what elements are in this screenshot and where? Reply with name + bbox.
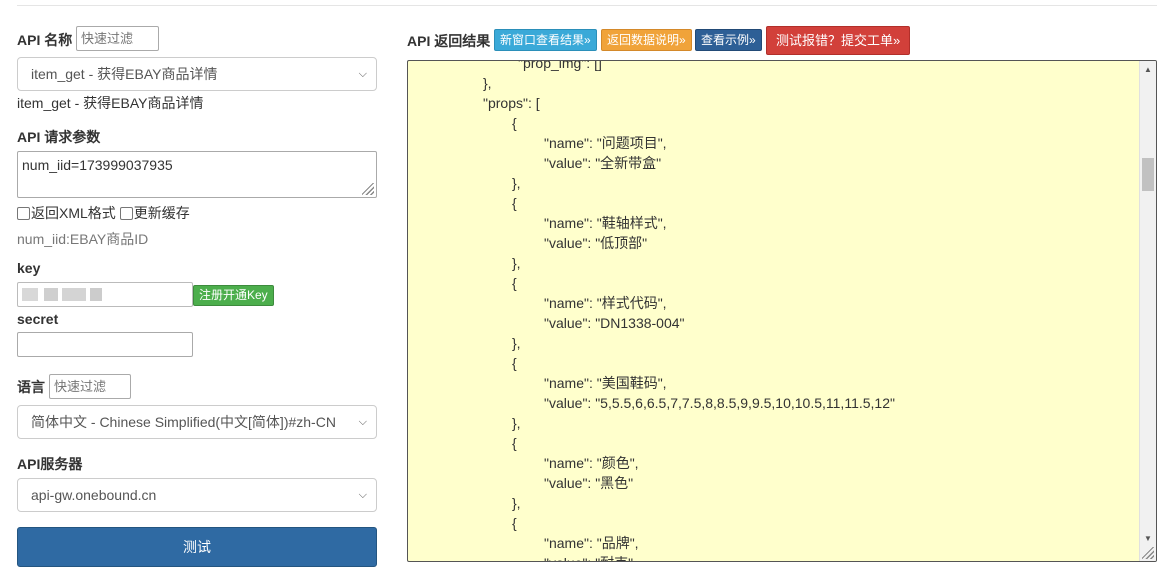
chevron-down-icon: ⌵ — [358, 416, 367, 428]
test-button[interactable]: 测试 — [17, 527, 377, 567]
code-line: "value": "DN1338-004" — [544, 315, 685, 331]
secret-input[interactable] — [17, 332, 193, 357]
code-line: }, — [512, 175, 521, 191]
secret-label: secret — [17, 311, 59, 327]
params-value: num_iid=173999037935 — [22, 157, 173, 173]
code-line: "value": "耐克" — [544, 553, 633, 561]
update-cache-checkbox[interactable] — [119, 206, 133, 220]
code-line: { — [512, 435, 517, 451]
resize-grip-icon[interactable] — [1142, 547, 1154, 559]
masked-key — [90, 288, 102, 301]
open-new-window-button[interactable]: 新窗口查看结果» — [494, 29, 597, 51]
code-line: "value": "黑色" — [544, 475, 634, 491]
register-key-button[interactable]: 注册开通Key — [193, 285, 274, 306]
code-line: }, — [512, 495, 521, 511]
code-line: { — [512, 515, 517, 531]
code-line: "name": "品牌", — [544, 535, 639, 551]
chevron-down-icon: ⌵ — [358, 68, 367, 80]
key-label: key — [17, 260, 41, 276]
server-select[interactable]: api-gw.onebound.cn ⌵ — [17, 478, 377, 512]
masked-key — [44, 288, 58, 301]
resize-grip-icon[interactable] — [362, 183, 374, 195]
update-cache-label: 更新缓存 — [133, 205, 190, 221]
api-filter-input[interactable] — [76, 26, 159, 51]
masked-key — [22, 288, 38, 301]
code-line: "name": "样式代码", — [544, 295, 667, 311]
options-row: 返回XML格式 更新缓存 — [17, 203, 190, 223]
code-line: }, — [483, 75, 492, 91]
result-label: API 返回结果 — [407, 33, 491, 49]
masked-key — [62, 288, 86, 301]
code-line: "props": [ — [483, 95, 540, 111]
api-select[interactable]: item_get - 获得EBAY商品详情 ⌵ — [17, 57, 377, 91]
server-select-value: api-gw.onebound.cn — [31, 487, 157, 503]
top-divider — [17, 5, 1157, 6]
scroll-down-icon[interactable]: ▼ — [1144, 534, 1152, 543]
scroll-up-icon[interactable]: ▲ — [1144, 65, 1152, 74]
result-textarea[interactable]: "prop_img": [] }, "props": [ { "name": "… — [407, 60, 1157, 562]
params-textarea[interactable]: num_iid=173999037935 — [17, 151, 377, 198]
language-select[interactable]: 简体中文 - Chinese Simplified(中文[简体])#zh-CN … — [17, 405, 377, 439]
code-line: { — [512, 355, 517, 371]
code-line: "name": "美国鞋码", — [544, 375, 667, 391]
key-input[interactable] — [17, 282, 193, 307]
params-label: API 请求参数 — [17, 129, 101, 145]
code-line: "value": "低顶部" — [544, 235, 648, 251]
code-line: "name": "鞋轴样式", — [544, 215, 667, 231]
language-select-value: 简体中文 - Chinese Simplified(中文[简体])#zh-CN — [31, 414, 336, 430]
code-line: }, — [512, 415, 521, 431]
lang-label: 语言 — [17, 379, 45, 395]
code-line: "name": "问题项目", — [544, 135, 667, 151]
api-name-label: API 名称 — [17, 32, 73, 48]
scrollbar-thumb[interactable] — [1142, 158, 1154, 191]
xml-format-label: 返回XML格式 — [31, 205, 116, 221]
code-line: }, — [512, 255, 521, 271]
api-description: item_get - 获得EBAY商品详情 — [17, 95, 204, 111]
view-example-button[interactable]: 查看示例» — [695, 29, 762, 51]
code-line: "value": "全新带盒" — [544, 155, 662, 171]
report-error-button[interactable]: 测试报错？提交工单» — [766, 26, 911, 55]
data-doc-button[interactable]: 返回数据说明» — [601, 29, 692, 51]
server-label: API服务器 — [17, 456, 83, 472]
code-line: "name": "颜色", — [544, 455, 639, 471]
param-hint: num_iid:EBAY商品ID — [17, 231, 149, 247]
lang-filter-input[interactable] — [49, 374, 131, 399]
code-line: "value": "5,5.5,6,6.5,7,7.5,8,8.5,9,9.5,… — [544, 395, 895, 411]
xml-format-checkbox[interactable] — [17, 206, 30, 220]
code-line: }, — [512, 335, 521, 351]
code-line: "prop_img": [] — [518, 60, 602, 71]
chevron-down-icon: ⌵ — [358, 489, 367, 501]
code-line: { — [512, 195, 517, 211]
code-line: { — [512, 275, 517, 291]
api-select-value: item_get - 获得EBAY商品详情 — [31, 66, 218, 82]
vertical-scrollbar[interactable]: ▲ ▼ — [1139, 61, 1156, 561]
code-line: { — [512, 115, 517, 131]
